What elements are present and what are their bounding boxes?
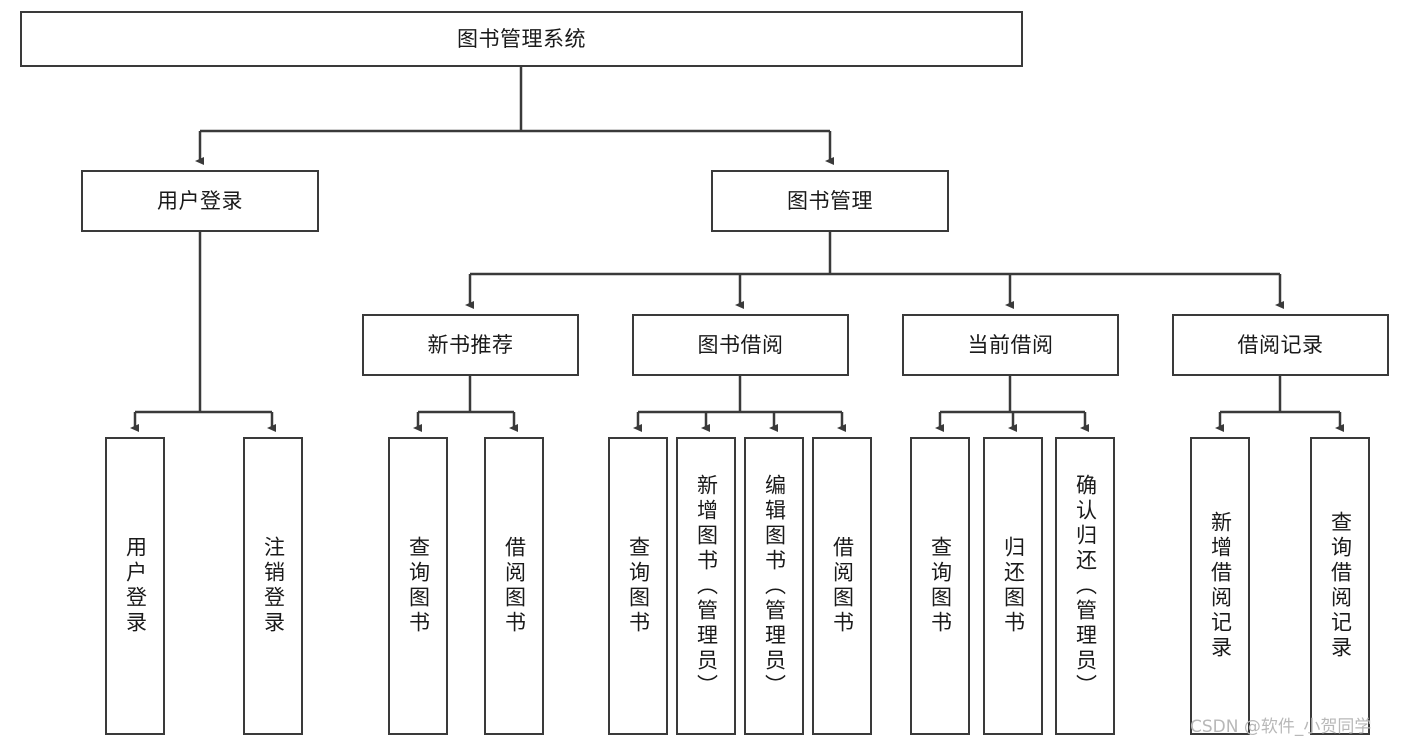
leaf-return-book-label: 归还图书 xyxy=(1001,536,1026,636)
node-borrow-record[interactable]: 借阅记录 xyxy=(1172,314,1389,376)
node-root[interactable]: 图书管理系统 xyxy=(20,11,1023,67)
node-book-management-label: 图书管理 xyxy=(787,188,873,213)
leaf-query-book-recommendation[interactable]: 查询图书 xyxy=(388,437,448,735)
leaf-edit-book-admin[interactable]: 编辑图书（管理员） xyxy=(744,437,804,735)
leaf-borrow-book-recommendation[interactable]: 借阅图书 xyxy=(484,437,544,735)
node-current-borrow[interactable]: 当前借阅 xyxy=(902,314,1119,376)
leaf-edit-book-admin-label: 编辑图书（管理员） xyxy=(762,473,787,699)
leaf-return-book[interactable]: 归还图书 xyxy=(983,437,1043,735)
leaf-query-book-borrow-label: 查询图书 xyxy=(626,536,651,636)
leaf-query-borrow-record-label: 查询借阅记录 xyxy=(1328,511,1353,661)
node-user-login[interactable]: 用户登录 xyxy=(81,170,319,232)
leaf-query-borrow-record[interactable]: 查询借阅记录 xyxy=(1310,437,1370,735)
node-current-borrow-label: 当前借阅 xyxy=(967,332,1054,357)
node-book-borrow-label: 图书借阅 xyxy=(697,332,784,357)
node-user-login-label: 用户登录 xyxy=(157,188,243,213)
leaf-query-book-recommendation-label: 查询图书 xyxy=(406,536,431,636)
leaf-add-book-admin-label: 新增图书（管理员） xyxy=(694,473,719,699)
leaf-logout[interactable]: 注销登录 xyxy=(243,437,303,735)
leaf-add-borrow-record[interactable]: 新增借阅记录 xyxy=(1190,437,1250,735)
node-book-borrow[interactable]: 图书借阅 xyxy=(632,314,849,376)
leaf-logout-label: 注销登录 xyxy=(261,536,286,636)
leaf-borrow-book-label: 借阅图书 xyxy=(830,536,855,636)
watermark: CSDN @软件_小贺同学 xyxy=(1190,717,1372,737)
leaf-add-borrow-record-label: 新增借阅记录 xyxy=(1208,511,1233,661)
node-root-label: 图书管理系统 xyxy=(457,26,586,51)
leaf-user-login[interactable]: 用户登录 xyxy=(105,437,165,735)
leaf-confirm-return-admin-label: 确认归还（管理员） xyxy=(1073,473,1098,699)
node-new-book-recommendation[interactable]: 新书推荐 xyxy=(362,314,579,376)
node-new-book-recommendation-label: 新书推荐 xyxy=(427,332,514,357)
leaf-add-book-admin[interactable]: 新增图书（管理员） xyxy=(676,437,736,735)
leaf-query-book-borrow[interactable]: 查询图书 xyxy=(608,437,668,735)
leaf-confirm-return-admin[interactable]: 确认归还（管理员） xyxy=(1055,437,1115,735)
leaf-borrow-book[interactable]: 借阅图书 xyxy=(812,437,872,735)
leaf-borrow-book-recommendation-label: 借阅图书 xyxy=(502,536,527,636)
node-book-management[interactable]: 图书管理 xyxy=(711,170,949,232)
leaf-user-login-label: 用户登录 xyxy=(123,536,148,636)
node-borrow-record-label: 借阅记录 xyxy=(1237,332,1324,357)
leaf-query-book-current[interactable]: 查询图书 xyxy=(910,437,970,735)
leaf-query-book-current-label: 查询图书 xyxy=(928,536,953,636)
